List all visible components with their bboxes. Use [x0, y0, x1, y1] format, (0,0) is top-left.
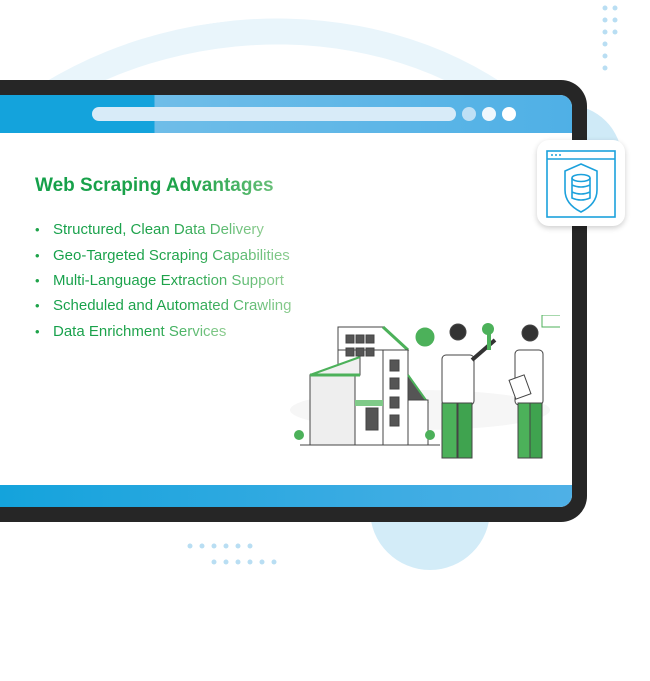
database-shield-icon: [546, 150, 616, 218]
list-item-label: Multi-Language Extraction Support: [53, 271, 284, 289]
list-item: •Multi-Language Extraction Support: [35, 271, 284, 289]
browser-bottom-bar: [0, 485, 572, 507]
tablet-screen: Web Scraping Advantages •Structured, Cle…: [0, 95, 572, 507]
house-key-handover-illustration: [290, 315, 560, 459]
list-item: •Scheduled and Automated Crawling: [35, 297, 292, 315]
browser-top-bar: [0, 95, 572, 133]
window-dot: [482, 107, 496, 121]
page-title: Web Scraping Advantages: [35, 175, 315, 197]
list-item: •Data Enrichment Services: [35, 322, 227, 340]
list-item-label: Scheduled and Automated Crawling: [53, 297, 292, 315]
window-dot: [502, 107, 516, 121]
list-item-label: Data Enrichment Services: [53, 322, 227, 340]
decor-dots-bottom: [187, 543, 277, 565]
list-item-label: Geo-Targeted Scraping Capabilities: [53, 246, 290, 264]
window-dot: [462, 107, 476, 121]
database-shield-badge: [537, 140, 625, 226]
list-item-label: Structured, Clean Data Delivery: [53, 221, 264, 239]
list-item: •Structured, Clean Data Delivery: [35, 221, 264, 239]
decor-dots-top: [602, 5, 618, 71]
address-bar: [92, 107, 456, 121]
list-item: •Geo-Targeted Scraping Capabilities: [35, 246, 290, 264]
advantages-list: •Structured, Clean Data Delivery •Geo-Ta…: [35, 217, 335, 344]
